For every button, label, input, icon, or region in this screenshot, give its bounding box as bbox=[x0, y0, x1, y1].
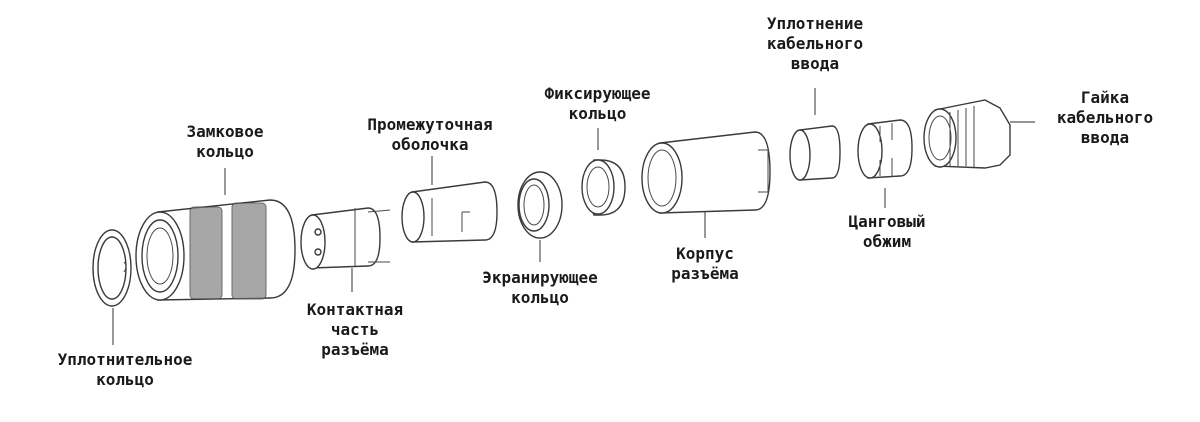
label-cable-entry-seal: Уплотнение кабельного ввода bbox=[766, 14, 864, 73]
label-lock-ring: Замковое кольцо bbox=[186, 122, 264, 161]
label-collet-clamp: Цанговый обжим bbox=[848, 212, 926, 251]
label-fixing-ring: Фиксирующее кольцо bbox=[544, 84, 651, 123]
collet-clamp-part bbox=[857, 119, 913, 179]
label-seal-ring: Уплотнительное кольцо bbox=[57, 350, 193, 389]
label-cable-entry-nut: Гайка кабельного ввода bbox=[1056, 88, 1154, 147]
seal-ring-part bbox=[92, 229, 132, 307]
intermediate-shell-part bbox=[401, 181, 498, 243]
label-contact-part: Контактная часть разъёма bbox=[306, 300, 404, 359]
cable-entry-nut-part bbox=[923, 99, 1011, 169]
label-shield-ring: Экранирующее кольцо bbox=[482, 268, 598, 307]
lock-ring-part bbox=[135, 199, 296, 301]
fixing-ring-part bbox=[581, 159, 626, 216]
shield-ring-part bbox=[517, 171, 563, 239]
connector-body-part bbox=[641, 131, 771, 214]
label-connector-body: Корпус разъёма bbox=[671, 244, 739, 283]
contact-part-part bbox=[300, 207, 391, 270]
label-intermediate-shell: Промежуточная оболочка bbox=[367, 115, 493, 154]
cable-entry-seal-part bbox=[789, 125, 841, 181]
